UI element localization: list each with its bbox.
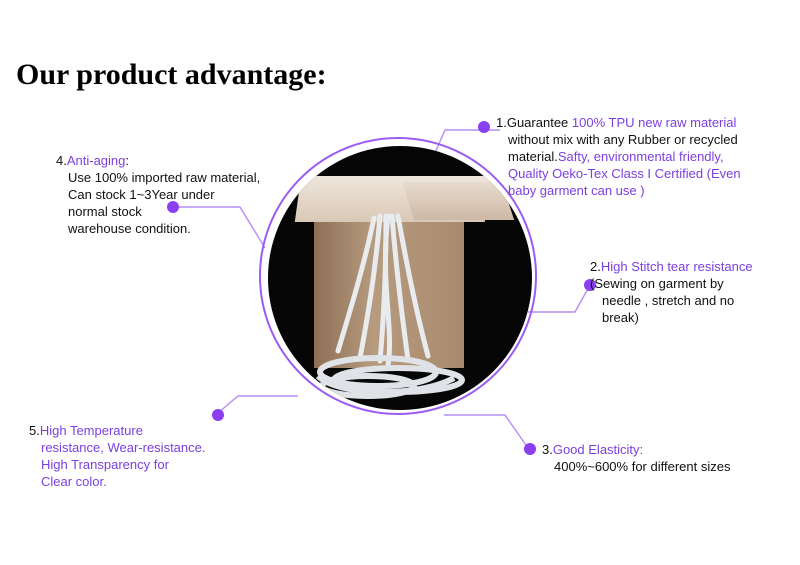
advantage-number: 3. [542, 442, 553, 457]
advantage-3-line: 400%~600% for different sizes [542, 458, 730, 475]
advantage-1-marker [478, 121, 490, 133]
connector-line-3 [444, 414, 529, 449]
advantage-text: Quality Oeko-Tex Class I Certified (Even [508, 166, 741, 181]
advantage-number: 1. [496, 115, 507, 130]
advantage-text: Anti-aging [66, 153, 126, 168]
elastic-bands-icon [315, 213, 465, 399]
advantage-2-line: (Sewing on garment by [590, 275, 753, 292]
advantage-5-marker [212, 409, 224, 421]
advantage-5-line: resistance, Wear-resistance. [29, 439, 206, 456]
connector-line-2 [528, 284, 591, 313]
advantage-5-line: Clear color. [29, 473, 206, 490]
advantage-2-marker [584, 279, 596, 291]
product-photo [268, 146, 532, 410]
advantage-text: (Sewing on garment by [590, 276, 724, 291]
advantage-text: 100% TPU new raw material [571, 115, 737, 130]
advantage-3-line: 3.Good Elasticity: [542, 441, 730, 458]
advantage-text: : [125, 153, 130, 168]
advantage-4: 4.Anti-aging:Use 100% imported raw mater… [56, 152, 260, 237]
advantage-text: Guarantee [506, 115, 572, 130]
advantage-text: normal stock [68, 204, 142, 219]
advantage-2: 2.High Stitch tear resistance(Sewing on … [590, 258, 753, 326]
advantage-text: Use 100% imported raw material, [68, 170, 261, 185]
advantage-1-line: Quality Oeko-Tex Class I Certified (Even [496, 165, 741, 182]
advantage-1-line: baby garment can use ) [496, 182, 741, 199]
advantage-1-line: 1.Guarantee 100% TPU new raw material [496, 114, 741, 131]
advantage-1-line: without mix with any Rubber or recycled [496, 131, 741, 148]
advantage-4-line: Use 100% imported raw material, [56, 169, 260, 186]
advantage-number: 5. [29, 423, 40, 438]
advantage-text: needle , stretch and no [602, 293, 735, 308]
advantage-4-line: Can stock 1~3Year under [56, 186, 260, 203]
advantage-number: 2. [590, 259, 601, 274]
photo-ring [259, 137, 537, 415]
advantage-1-line: material.Safty, environmental friendly, [496, 148, 741, 165]
advantage-4-line: normal stock [56, 203, 260, 220]
advantage-text: Can stock 1~3Year under [68, 187, 215, 202]
page-heading: Our product advantage: [16, 58, 327, 91]
advantage-text: High Temperature [39, 423, 143, 438]
connector-line-4 [175, 206, 266, 249]
advantage-4-line: warehouse condition. [56, 220, 260, 237]
advantage-text: resistance, Wear-resistance. [41, 440, 206, 455]
advantage-4-line: 4.Anti-aging: [56, 152, 260, 169]
advantage-text: Safty, environmental friendly, [557, 149, 724, 164]
advantage-text: Good Elasticity: [552, 442, 644, 457]
advantage-3: 3.Good Elasticity:400%~600% for differen… [542, 441, 730, 475]
advantage-text: without mix with any Rubber or recycled [508, 132, 738, 147]
advantage-2-line: break) [590, 309, 753, 326]
advantage-text: warehouse condition. [68, 221, 191, 236]
advantage-text: 400%~600% for different sizes [554, 459, 731, 474]
advantage-text: material. [508, 149, 558, 164]
advantage-text: baby garment can use ) [508, 183, 645, 198]
advantage-text: High Stitch tear resistance [600, 259, 753, 274]
advantage-3-marker [524, 443, 536, 455]
advantage-5-line: High Transparency for [29, 456, 206, 473]
connector-line-5 [217, 395, 298, 414]
advantage-2-line: needle , stretch and no [590, 292, 753, 309]
advantage-text: Clear color. [41, 474, 107, 489]
advantage-text: High Transparency for [41, 457, 169, 472]
advantage-text: break) [602, 310, 639, 325]
advantage-5-line: 5.High Temperature [29, 422, 206, 439]
advantage-2-line: 2.High Stitch tear resistance [590, 258, 753, 275]
advantage-number: 4. [56, 153, 67, 168]
advantage-4-marker [167, 201, 179, 213]
